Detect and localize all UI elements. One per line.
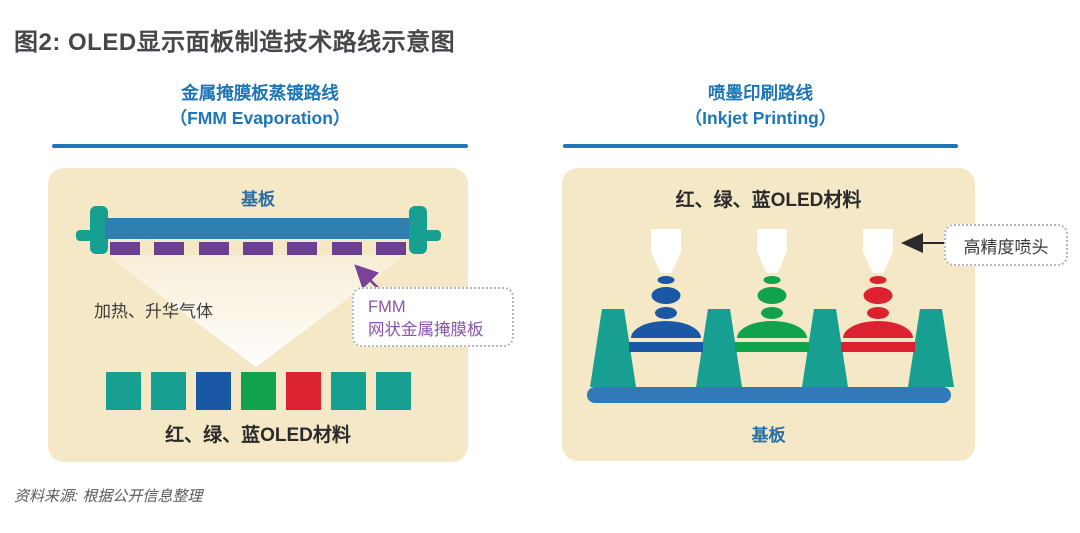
gas-label: 加热、升华气体 (94, 302, 213, 321)
left-route-name-en: （FMM Evaporation） (169, 107, 351, 128)
fmm-mask-dash (331, 242, 362, 255)
nozzle-note: 高精度喷头 (944, 224, 1068, 266)
ink-droplet (657, 276, 675, 284)
left-substrate-label: 基板 (241, 190, 275, 209)
ink-droplet (867, 307, 889, 319)
substrate-roller-bar (105, 218, 411, 239)
inkjet-nozzle-icon (863, 229, 893, 273)
fmm-mask-dash (242, 242, 273, 255)
source-note: 资料来源: 根据公开信息整理 (14, 488, 203, 505)
oled-material-square-green (241, 372, 276, 410)
oled-material-square-blue (196, 372, 231, 410)
ink-dome (843, 321, 913, 338)
right-header-underline (563, 144, 958, 148)
roller-axle-left-icon (76, 230, 93, 241)
left-route-name-cn: 金属掩膜板蒸镀路线 (181, 83, 339, 103)
ink-band (735, 342, 809, 352)
inkjet-nozzle-icon (651, 229, 681, 273)
fmm-mask-dash (198, 242, 229, 255)
ink-droplet (761, 307, 783, 319)
ink-station-red (836, 229, 920, 361)
right-route-name-cn: 喷墨印刷路线 (708, 83, 813, 103)
roller-cap-right-icon (409, 206, 427, 254)
ink-droplet (655, 307, 677, 319)
right-route-header: 喷墨印刷路线 （Inkjet Printing） (563, 81, 958, 131)
inkjet-printing-panel: 红、绿、蓝OLED材料 基板 (562, 168, 975, 461)
fmm-mask-dash (110, 242, 140, 255)
fmm-note-line2: 网状金属掩膜板 (368, 321, 484, 340)
fmm-note-line1: FMM (368, 298, 406, 316)
ink-droplet (763, 276, 781, 284)
roller-cap-left-icon (90, 206, 108, 254)
fmm-mask-dash (154, 242, 185, 255)
ink-station-green (730, 229, 814, 361)
oled-material-square-teal (151, 372, 186, 410)
fmm-mask-dash (287, 242, 318, 255)
ink-dome (737, 321, 807, 338)
fmm-mask-dash (375, 242, 406, 255)
right-materials-label: 红、绿、蓝OLED材料 (675, 190, 862, 211)
right-substrate-bar (587, 387, 951, 403)
ink-droplet (757, 287, 787, 304)
fmm-mask-dashes (110, 242, 406, 255)
oled-material-squares (106, 372, 411, 410)
left-materials-label: 红、绿、蓝OLED材料 (165, 425, 351, 446)
figure-title: 图2: OLED显示面板制造技术路线示意图 (14, 29, 456, 56)
left-route-header: 金属掩膜板蒸镀路线 （FMM Evaporation） (52, 81, 468, 131)
ink-dome (631, 321, 701, 338)
ink-droplet (863, 287, 893, 304)
oled-material-square-teal (376, 372, 411, 410)
fmm-note: FMM 网状金属掩膜板 (352, 287, 514, 347)
right-substrate-label: 基板 (751, 426, 786, 445)
ink-droplet (651, 287, 681, 304)
ink-band (629, 342, 703, 352)
ink-station-blue (624, 229, 708, 361)
ink-droplet (869, 276, 887, 284)
inkjet-nozzle-icon (757, 229, 787, 273)
nozzle-pointer-arrow-icon (901, 233, 945, 253)
left-header-underline (52, 144, 468, 148)
roller-axle-right-icon (424, 230, 441, 241)
oled-material-square-red (286, 372, 321, 410)
oled-material-square-teal (331, 372, 366, 410)
right-route-name-en: （Inkjet Printing） (684, 107, 837, 128)
oled-material-square-teal (106, 372, 141, 410)
ink-band (841, 342, 915, 352)
